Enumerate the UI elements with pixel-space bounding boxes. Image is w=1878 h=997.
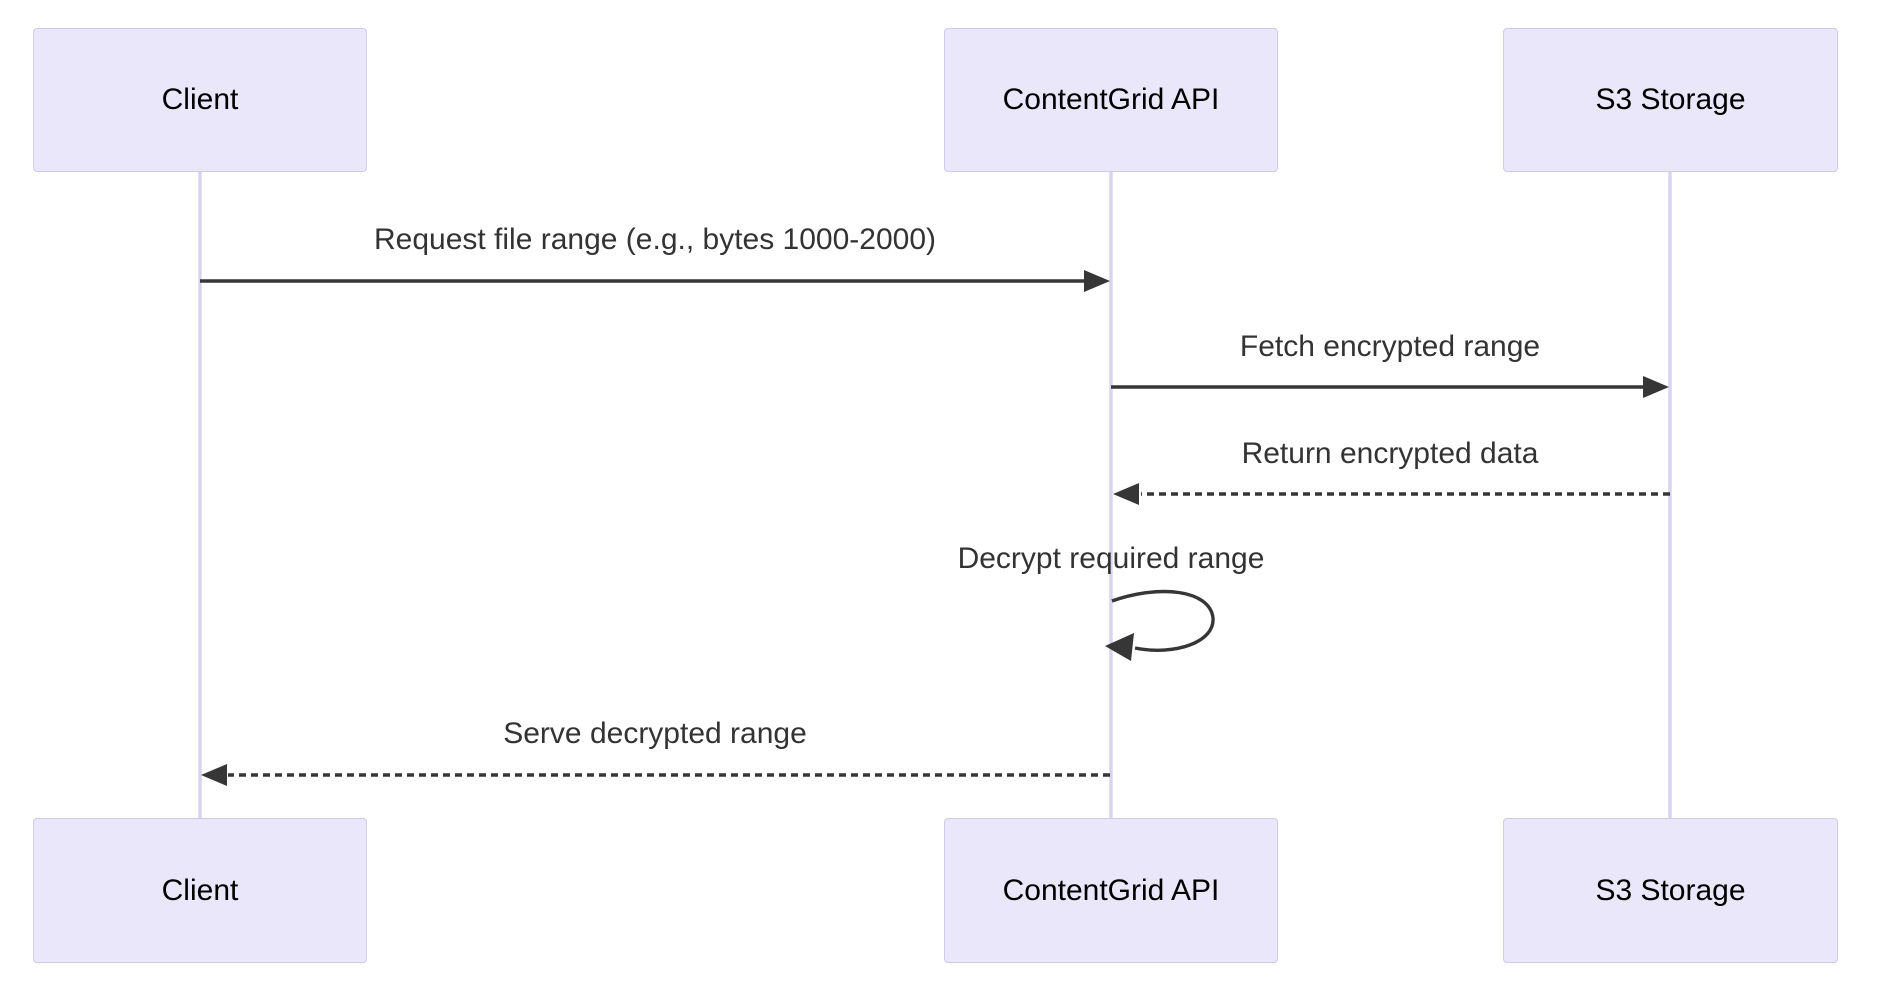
message-label-fetch-encrypted-range: Fetch encrypted range bbox=[1239, 330, 1541, 363]
arrowhead-left-icon bbox=[1113, 483, 1139, 505]
actor-label-client: Client bbox=[161, 83, 239, 116]
actor-box-client-bottom: Client bbox=[33, 818, 367, 963]
message-label-request-file-range: Request file range (e.g., bytes 1000-200… bbox=[373, 223, 937, 256]
message-label-return-encrypted-data: Return encrypted data bbox=[1241, 437, 1539, 470]
message-label-decrypt-required-range: Decrypt required range bbox=[957, 542, 1265, 575]
message-label-serve-decrypted-range: Serve decrypted range bbox=[503, 717, 807, 750]
actor-label-s3-storage: S3 Storage bbox=[1595, 83, 1746, 116]
actor-box-client-top: Client bbox=[33, 28, 367, 172]
actor-box-contentgrid-api-bottom: ContentGrid API bbox=[944, 818, 1278, 963]
actor-box-contentgrid-api-top: ContentGrid API bbox=[944, 28, 1278, 172]
actor-box-s3-storage-bottom: S3 Storage bbox=[1503, 818, 1838, 963]
arrowhead-right-icon bbox=[1643, 376, 1669, 398]
arrowhead-right-icon bbox=[1084, 270, 1110, 292]
actor-box-s3-storage-top: S3 Storage bbox=[1503, 28, 1838, 172]
arrowhead-left-icon bbox=[201, 764, 227, 786]
actor-label-s3-storage: S3 Storage bbox=[1595, 873, 1746, 907]
actor-label-contentgrid-api: ContentGrid API bbox=[1002, 83, 1220, 116]
message-self-loop-decrypt bbox=[1111, 589, 1215, 652]
actor-label-client: Client bbox=[161, 873, 239, 907]
actor-label-contentgrid-api: ContentGrid API bbox=[1002, 873, 1220, 907]
arrowhead-left-icon bbox=[1105, 633, 1134, 661]
